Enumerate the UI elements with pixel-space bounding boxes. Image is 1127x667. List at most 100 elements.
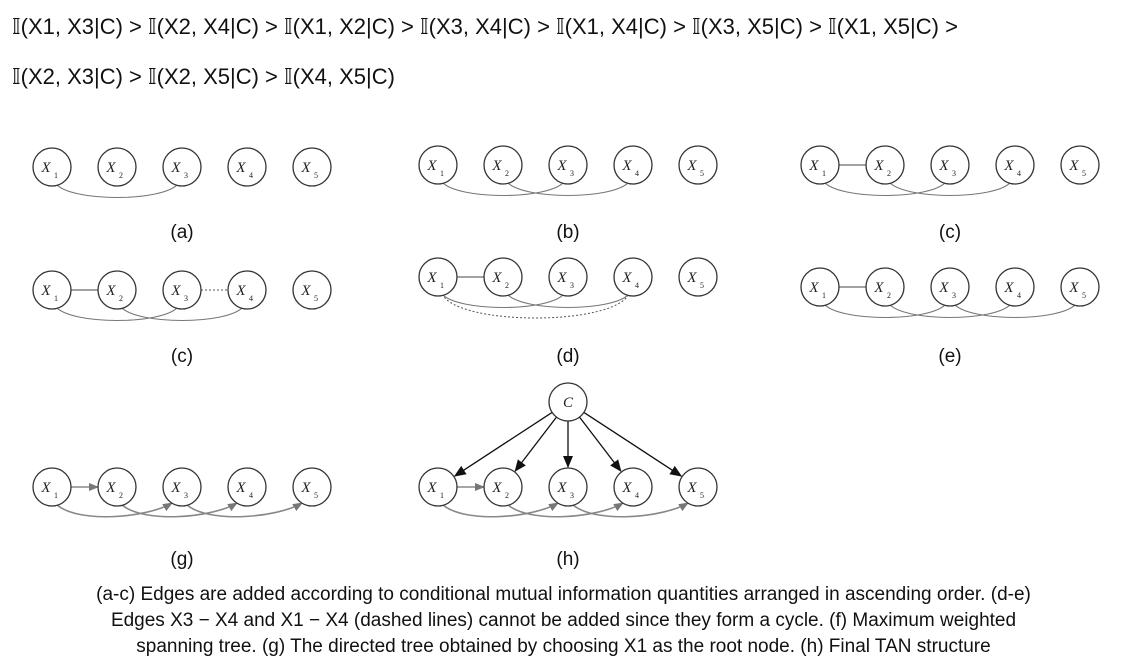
svg-text:5: 5 bbox=[700, 491, 704, 500]
edge-x2-x4 bbox=[120, 306, 244, 322]
svg-text:5: 5 bbox=[1082, 169, 1086, 178]
arc-x3-x5 bbox=[185, 502, 303, 518]
class-arc-x5 bbox=[583, 411, 683, 477]
edge-x2-x4 bbox=[506, 293, 630, 309]
rejected-edge-x1-x4 bbox=[441, 293, 630, 319]
svg-text:1: 1 bbox=[822, 169, 826, 178]
svg-text:X: X bbox=[491, 480, 502, 496]
svg-text:5: 5 bbox=[1082, 291, 1086, 300]
svg-text:3: 3 bbox=[184, 491, 188, 500]
svg-text:X: X bbox=[235, 480, 246, 496]
svg-text:X: X bbox=[491, 270, 502, 286]
svg-text:5: 5 bbox=[314, 294, 318, 303]
svg-text:1: 1 bbox=[54, 294, 58, 303]
svg-text:X: X bbox=[105, 283, 116, 299]
svg-text:3: 3 bbox=[570, 491, 574, 500]
svg-text:1: 1 bbox=[822, 291, 826, 300]
edge-x1-x3 bbox=[55, 183, 179, 199]
svg-text:X: X bbox=[170, 160, 181, 176]
svg-text:X: X bbox=[686, 270, 697, 286]
svg-text:X: X bbox=[1068, 280, 1079, 296]
svg-text:4: 4 bbox=[249, 491, 253, 500]
ordering-line-1: 𝕀(X1, X3|C) > 𝕀(X2, X4|C) > 𝕀(X1, X2|C) … bbox=[12, 14, 958, 39]
svg-text:X: X bbox=[556, 270, 567, 286]
edge-x1-x3 bbox=[441, 293, 565, 309]
svg-text:X: X bbox=[426, 158, 437, 174]
panel-label: (g) bbox=[170, 549, 193, 570]
svg-text:X: X bbox=[40, 480, 51, 496]
svg-text:5: 5 bbox=[700, 281, 704, 290]
class-arc-x2 bbox=[514, 416, 557, 472]
svg-text:4: 4 bbox=[249, 294, 253, 303]
svg-text:X: X bbox=[426, 480, 437, 496]
panel-label: (a) bbox=[170, 222, 193, 243]
arc-x1-x3 bbox=[441, 502, 559, 518]
svg-text:X: X bbox=[1068, 158, 1079, 174]
edge-x1-x3 bbox=[823, 181, 947, 197]
svg-text:X: X bbox=[40, 160, 51, 176]
svg-text:3: 3 bbox=[570, 169, 574, 178]
svg-text:2: 2 bbox=[119, 171, 123, 180]
panel-label: (c) bbox=[171, 346, 193, 367]
edge-x1-x3 bbox=[55, 306, 179, 322]
svg-text:X: X bbox=[1003, 280, 1014, 296]
svg-text:1: 1 bbox=[440, 491, 444, 500]
edge-x1-x3 bbox=[441, 181, 565, 197]
svg-text:X: X bbox=[300, 480, 311, 496]
panel-label: (c) bbox=[939, 222, 961, 243]
class-arc-x1 bbox=[453, 411, 553, 477]
caption-line-1: (a-c) Edges are added according to condi… bbox=[96, 584, 1031, 605]
svg-text:2: 2 bbox=[119, 294, 123, 303]
svg-text:X: X bbox=[300, 160, 311, 176]
svg-text:X: X bbox=[556, 480, 567, 496]
svg-text:X: X bbox=[938, 280, 949, 296]
svg-text:X: X bbox=[235, 160, 246, 176]
panel-label: (e) bbox=[938, 346, 961, 367]
svg-text:X: X bbox=[426, 270, 437, 286]
svg-text:5: 5 bbox=[314, 171, 318, 180]
svg-text:X: X bbox=[300, 283, 311, 299]
svg-text:2: 2 bbox=[505, 491, 509, 500]
edge-x3-x5 bbox=[953, 303, 1077, 319]
svg-text:2: 2 bbox=[119, 491, 123, 500]
svg-text:5: 5 bbox=[314, 491, 318, 500]
svg-text:4: 4 bbox=[249, 171, 253, 180]
svg-text:1: 1 bbox=[54, 171, 58, 180]
node-class-c: C bbox=[548, 382, 588, 422]
svg-text:2: 2 bbox=[505, 281, 509, 290]
svg-text:X: X bbox=[1003, 158, 1014, 174]
